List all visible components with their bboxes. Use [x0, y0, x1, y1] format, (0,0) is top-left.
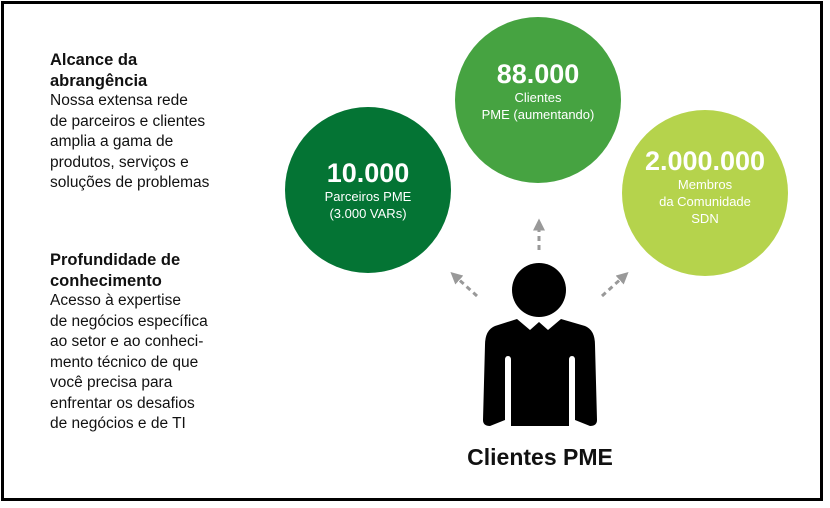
arrow-up-left-icon	[450, 271, 479, 298]
circle-community: 2.000.000 Membros da Comunidade SDN	[622, 110, 788, 276]
arrow-up-right-icon	[600, 271, 629, 298]
circle-label: Membros da Comunidade SDN	[659, 176, 751, 226]
circle-value: 2.000.000	[644, 145, 766, 176]
section-body: Acesso à expertise de negócios específic…	[50, 292, 208, 432]
person-icon	[483, 263, 597, 426]
circle-customers: 88.000 Clientes PME (aumentando)	[455, 17, 621, 183]
section-heading: Profundidade de conhecimento	[50, 251, 181, 290]
center-label: Clientes PME	[467, 444, 613, 470]
section-depth: Profundidade de conhecimento Acesso à ex…	[50, 250, 208, 435]
circle-value: 88.000	[496, 59, 580, 89]
section-body: Nossa extensa rede de parceiros e client…	[50, 92, 210, 191]
section-heading: Alcance da abrangência	[50, 51, 148, 90]
circle-label: Clientes PME (aumentando)	[481, 90, 595, 122]
section-reach: Alcance da abrangência Nossa extensa red…	[50, 50, 209, 194]
border-frame	[1, 1, 823, 501]
circle-value: 10.000	[326, 158, 410, 188]
circle-label: Parceiros PME (3.000 VARs)	[324, 189, 412, 221]
circle-partners: 10.000 Parceiros PME (3.000 VARs)	[285, 107, 451, 273]
